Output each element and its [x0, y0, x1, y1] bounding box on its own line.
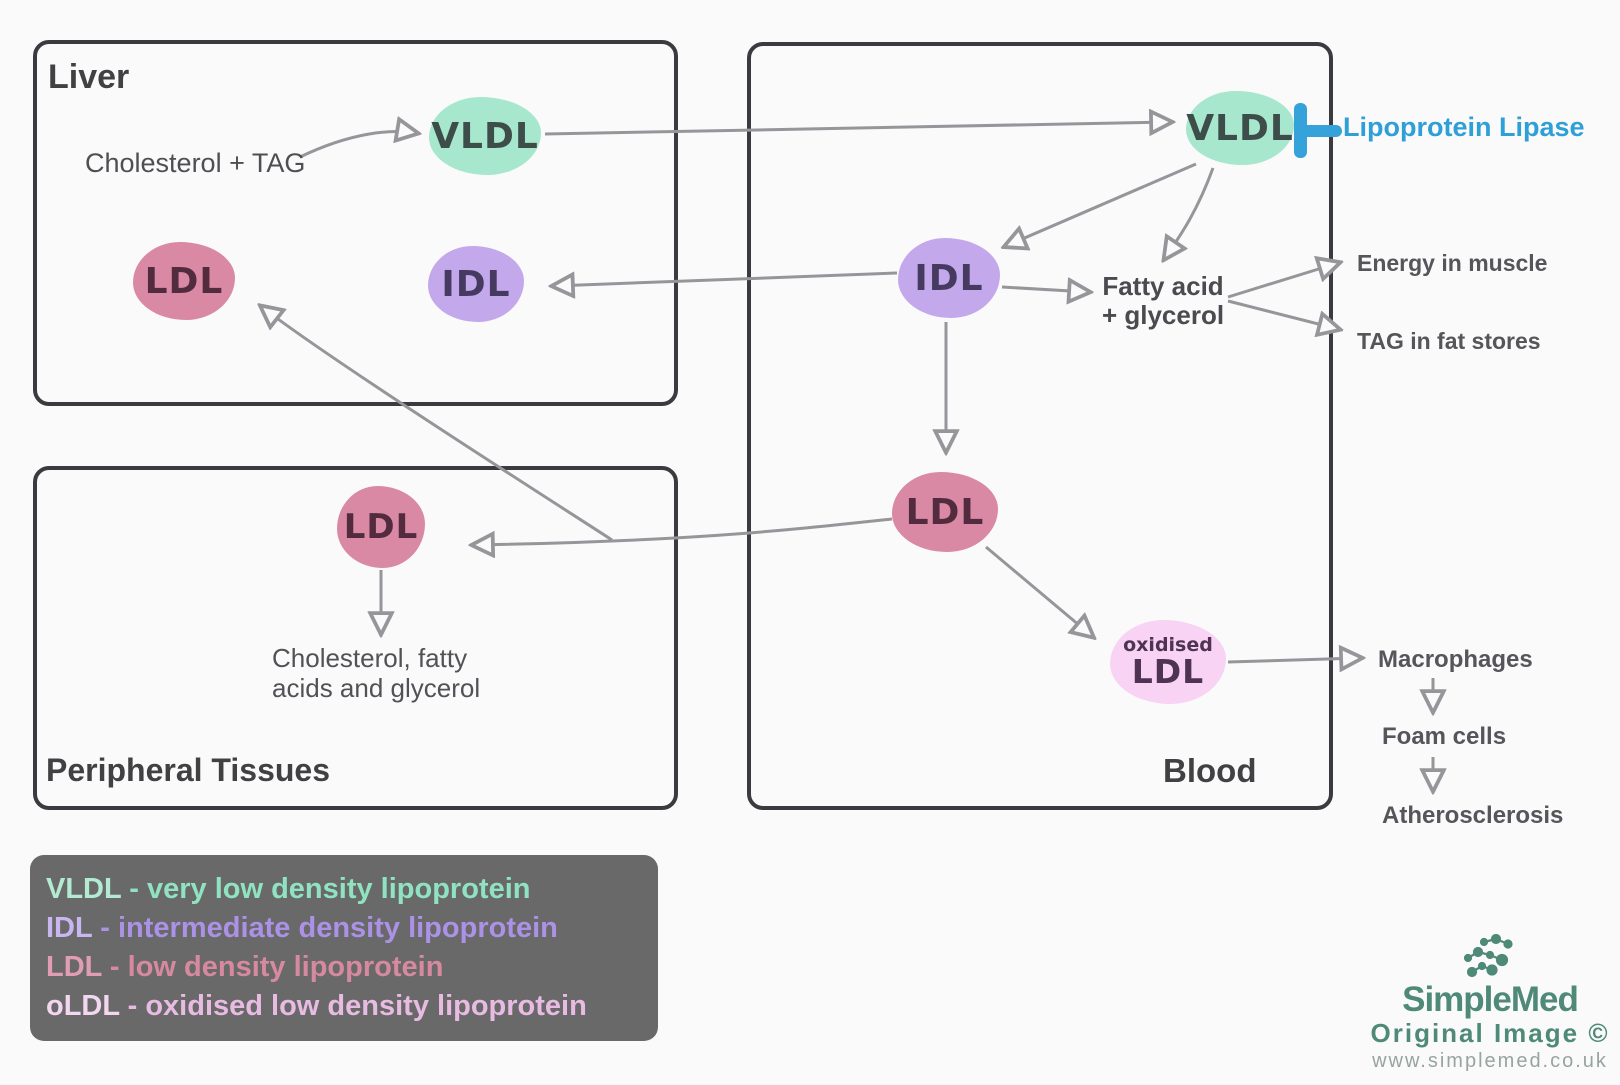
liver-box-title: Liver: [48, 58, 130, 96]
peripheral-ldl-node: LDL: [337, 486, 425, 568]
lipase-tbar-stem-icon: [1294, 125, 1342, 137]
legend-term-ldl: LDL: [46, 951, 102, 983]
tag-in-fat-stores-label: TAG in fat stores: [1357, 328, 1541, 354]
legend-desc-oldl: - oxidised low density lipoprotein: [127, 990, 587, 1022]
legend-desc-vldl: - very low density lipoprotein: [129, 873, 531, 905]
blood-box-title: Blood: [1163, 752, 1257, 789]
blood-box: [747, 42, 1333, 810]
foam-cells-label: Foam cells: [1382, 723, 1507, 750]
legend-item-vldl: VLDL - very low density lipoprotein: [46, 870, 658, 909]
legend-item-ldl: LDL - low density lipoprotein: [46, 948, 658, 987]
blood-vldl-node: VLDL: [1186, 91, 1294, 165]
energy-in-muscle-label: Energy in muscle: [1357, 250, 1548, 276]
original-image-text: Original Image ©: [1370, 1018, 1610, 1048]
macrophages-label: Macrophages: [1378, 646, 1533, 673]
liver-idl-node: IDL: [428, 246, 524, 322]
blood-ldl-node: LDL: [892, 472, 998, 552]
legend-desc-ldl: - low density lipoprotein: [109, 951, 444, 983]
simplemed-brand-text: SimpleMed: [1402, 980, 1579, 1019]
legend-term-idl: IDL: [46, 912, 93, 944]
oxidised-ldl-sublabel: oxidised: [1123, 634, 1213, 656]
fatty-acid-line1: Fatty acid: [1102, 271, 1224, 301]
legend-item-oldl: oLDL - oxidised low density lipoprotein: [46, 987, 658, 1026]
lipoprotein-lipase-label: Lipoprotein Lipase: [1343, 112, 1585, 142]
simplemed-url-text: www.simplemed.co.uk: [1372, 1050, 1608, 1072]
oxidised-ldl-node: oxidised LDL: [1110, 620, 1226, 704]
cholesterol-fatty-line2: acids and glycerol: [272, 673, 481, 703]
simplemed-logo-icon: [1463, 933, 1513, 978]
oxidised-ldl-label: LDL: [1131, 652, 1205, 691]
atherosclerosis-label: Atherosclerosis: [1382, 802, 1564, 829]
cholesterol-tag-label: Cholesterol + TAG: [85, 148, 306, 178]
peripheral-tissues-box-title: Peripheral Tissues: [46, 752, 330, 788]
legend-term-vldl: VLDL: [46, 873, 122, 905]
fatty-acid-glycerol-label: Fatty acid + glycerol: [1088, 272, 1238, 330]
legend-item-idl: IDL - intermediate density lipoprotein: [46, 909, 658, 948]
legend-term-oldl: oLDL: [46, 990, 120, 1022]
legend-box: VLDL - very low density lipoprotein IDL …: [30, 855, 658, 1041]
liver-box: [33, 40, 678, 406]
liver-ldl-node: LDL: [133, 242, 235, 320]
cholesterol-fatty-line1: Cholesterol, fatty: [272, 643, 468, 673]
fatty-acid-line2: + glycerol: [1101, 300, 1225, 330]
legend-desc-idl: - intermediate density lipoprotein: [100, 912, 558, 944]
liver-vldl-node: VLDL: [429, 97, 541, 175]
blood-idl-node: IDL: [898, 238, 1000, 318]
cholesterol-fatty-products-label: Cholesterol, fatty acids and glycerol: [272, 643, 480, 703]
watermark: SimpleMed Original Image © www.simplemed…: [1360, 932, 1620, 1074]
